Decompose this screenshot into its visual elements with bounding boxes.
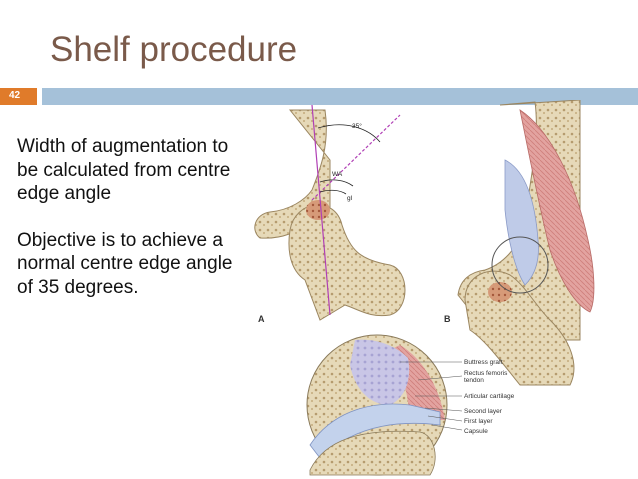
centre-edge-line	[311, 114, 401, 201]
label-rectus-femoris-line2: tendon	[464, 377, 484, 384]
muscle-b	[519, 109, 595, 313]
label-rectus-femoris-line1: Rectus femoris	[464, 370, 508, 377]
label-capsule: Capsule	[464, 428, 488, 435]
header-accent-bar	[42, 88, 638, 105]
vertical-reference-line	[311, 104, 331, 316]
label-articular-cartilage: Articular cartilage	[464, 393, 515, 400]
label-second-layer: Second layer	[464, 408, 503, 415]
label-rectus-femoris: Rectus femoris tendon	[464, 370, 509, 384]
inset-femoral-head	[309, 430, 436, 476]
femoral-head-marrow-b	[488, 282, 512, 302]
figure-labels	[400, 361, 463, 431]
inset-graft	[350, 339, 410, 405]
slide-number: 42	[9, 90, 21, 101]
femoral-head-marrow-a	[306, 200, 330, 220]
wa-label: WA	[332, 171, 343, 178]
zoom-inset	[306, 334, 448, 476]
label-buttress-graft: Buttress graft	[464, 359, 503, 366]
panel-a-letter: A	[258, 314, 265, 324]
paragraph-augmentation: Width of augmentation to be calculated f…	[17, 136, 231, 204]
slide-number-bar	[0, 88, 37, 105]
paragraph-objective: Objective is to achieve a normal centre …	[17, 229, 233, 298]
panel-b-diagram: B	[444, 100, 595, 386]
femur-a	[288, 204, 406, 321]
angle-arc-wa	[319, 179, 354, 187]
gl-label: gl	[347, 195, 353, 202]
capsule-b	[504, 159, 539, 286]
shelf-procedure-illustration: 35° WA gl A B Buttress graft Rectus femo…	[254, 100, 595, 476]
detail-circle	[491, 236, 549, 294]
angle-arc-35	[317, 124, 381, 143]
panel-b-letter: B	[444, 314, 451, 324]
slide-title: Shelf procedure	[50, 30, 298, 69]
angle-arc-gl	[319, 189, 347, 195]
slide-body: Width of augmentation to be calculated f…	[17, 135, 247, 322]
angle-35-label: 35°	[352, 122, 362, 130]
panel-a-diagram: 35° WA gl A	[254, 104, 406, 324]
label-first-layer: First layer	[464, 418, 493, 425]
